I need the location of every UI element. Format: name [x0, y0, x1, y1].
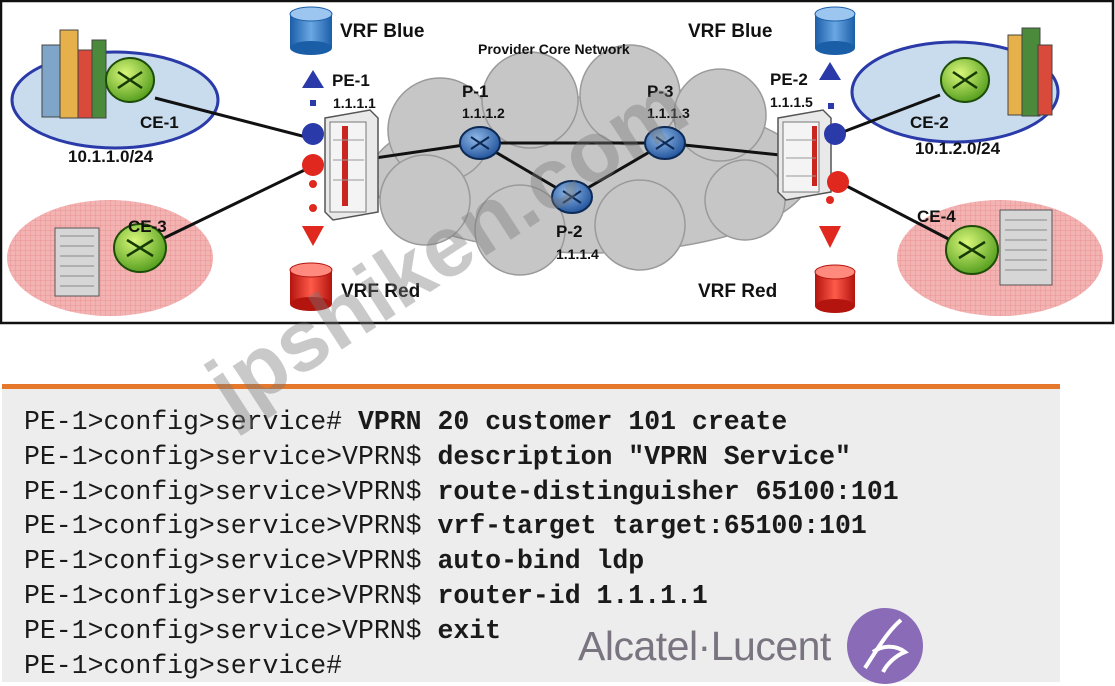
pe2-ip: 1.1.1.5: [770, 94, 813, 110]
vrf-red-left-db-icon: [289, 262, 333, 311]
cli-line: PE-1>config>service>VPRN$ description "V…: [24, 440, 1060, 475]
cli-prompt: PE-1>config>service>VPRN$: [24, 441, 438, 472]
ce2-label: CE-2: [910, 113, 949, 132]
brand-text: Alcatel·Lucent: [578, 622, 831, 669]
provider-cloud: [369, 44, 811, 276]
p2-ip: 1.1.1.4: [556, 246, 599, 262]
pe1-vrf-blue-arrow-icon: [302, 70, 324, 145]
cli-config-panel: PE-1>config>service# VPRN 20 customer 10…: [2, 384, 1060, 682]
network-diagram: VRF Blue VRF Blue VRF Red VRF Red Provid…: [0, 0, 1115, 325]
p3-router-icon: [644, 126, 686, 160]
cli-line: PE-1>config>service#: [24, 649, 1060, 684]
p3-ip: 1.1.1.3: [647, 105, 690, 121]
pe2-label: PE-2: [770, 70, 808, 89]
vrf-red-right-label: VRF Red: [698, 281, 777, 302]
ce4-label: CE-4: [917, 207, 956, 226]
pe1-chassis-icon: [324, 109, 379, 221]
cli-command: description "VPRN Service": [437, 441, 851, 472]
pe1-vrf-red-arrow-icon: [302, 154, 324, 246]
ce2-subnet: 10.1.2.0/24: [915, 139, 1001, 158]
cli-prompt: PE-1>config>service>VPRN$: [24, 511, 438, 542]
pe1-ip: 1.1.1.1: [333, 95, 376, 111]
ce1-router-icon: [105, 57, 155, 103]
ce3-site-ellipse: [7, 200, 213, 316]
alcatel-lucent-swirl-icon: [846, 608, 923, 684]
cli-command: vrf-target target:65100:101: [437, 511, 867, 542]
cli-line: PE-1>config>service>VPRN$ vrf-target tar…: [24, 509, 1060, 544]
cli-prompt: PE-1>config>service>VPRN$: [24, 615, 438, 646]
ce3-router-icon: [113, 223, 167, 273]
cli-line: PE-1>config>service>VPRN$ auto-bind ldp: [24, 544, 1060, 579]
p1-label: P-1: [462, 82, 488, 101]
p1-ip: 1.1.1.2: [462, 105, 505, 121]
ce2-router-icon: [940, 57, 990, 103]
p3-label: P-3: [647, 82, 673, 101]
cli-line: PE-1>config>service>VPRN$ route-distingu…: [24, 475, 1060, 510]
cli-command: router-id 1.1.1.1: [437, 580, 708, 611]
cli-line: PE-1>config>service>VPRN$ router-id 1.1.…: [24, 579, 1060, 614]
cli-command: exit: [437, 615, 502, 646]
ce4-building-icon: [999, 209, 1053, 286]
p2-label: P-2: [556, 222, 582, 241]
p2-router-icon: [551, 180, 593, 214]
vrf-red-left-label: VRF Red: [341, 281, 420, 302]
vrf-red-right-db-icon: [814, 264, 856, 313]
p1-router-icon: [459, 126, 501, 160]
cli-command: auto-bind ldp: [437, 546, 645, 577]
ce2-building-icon: [1007, 27, 1053, 117]
ce1-subnet: 10.1.1.0/24: [68, 147, 154, 166]
cli-command: VPRN 20 customer 101 create: [357, 407, 788, 437]
cli-prompt: PE-1>config>service#: [24, 650, 343, 681]
pe2-vrf-red-arrow-icon: [819, 171, 849, 248]
vrf-blue-right-label: VRF Blue: [688, 21, 772, 42]
ce1-label: CE-1: [140, 113, 179, 132]
alcatel-lucent-logo: Alcatel·Lucent: [578, 606, 925, 686]
ce3-building-icon: [54, 227, 100, 297]
pe2-chassis-icon: [777, 109, 832, 201]
ce4-router-icon: [945, 225, 999, 275]
cli-prompt: PE-1>config>service>VPRN$: [24, 580, 438, 611]
pe1-label: PE-1: [332, 71, 370, 90]
cli-prompt: PE-1>config>service#: [24, 407, 358, 437]
ce3-label: CE-3: [128, 217, 167, 236]
cli-prompt: PE-1>config>service>VPRN$: [24, 546, 438, 577]
ce1-building-icon: [41, 29, 107, 119]
cli-line: PE-1>config>service>VPRN$ exit: [24, 614, 1060, 649]
pe2-vrf-blue-arrow-icon: [819, 62, 846, 145]
provider-core-title: Provider Core Network: [478, 41, 630, 57]
cli-prompt: PE-1>config>service>VPRN$: [24, 476, 438, 507]
cli-line: PE-1>config>service# VPRN 20 customer 10…: [24, 405, 1060, 440]
vrf-blue-left-label: VRF Blue: [340, 21, 424, 42]
cli-command: route-distinguisher 65100:101: [437, 476, 899, 507]
vrf-blue-right-db-icon: [814, 6, 856, 55]
vrf-blue-left-db-icon: [289, 6, 333, 55]
